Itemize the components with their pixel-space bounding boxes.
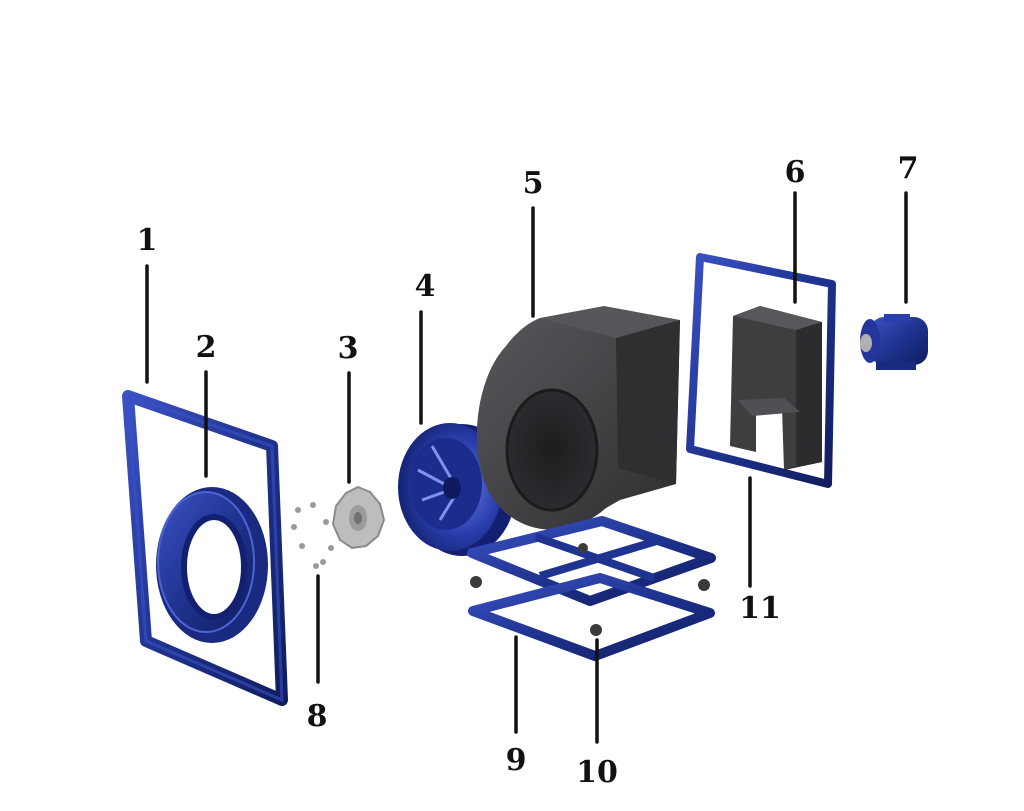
part-label-4: 4: [415, 269, 436, 304]
part-label-8: 8: [307, 699, 328, 734]
volute-housing: [476, 306, 680, 530]
inlet-cone: [156, 487, 268, 643]
motor-mount-frame: [686, 253, 836, 488]
part-label-10: 10: [576, 755, 618, 790]
base-frame-lower: [468, 573, 715, 661]
motor-pedestal: [730, 306, 822, 470]
bolts: [291, 502, 334, 569]
part-label-11: 11: [739, 591, 781, 626]
vibration-isolators: [470, 543, 710, 636]
part-label-1: 1: [137, 223, 158, 258]
part-label-3: 3: [338, 331, 359, 366]
part-label-7: 7: [898, 151, 919, 186]
base-frame-upper: [467, 516, 716, 606]
inlet-frame: [122, 390, 288, 706]
hub-plate: [331, 485, 386, 550]
part-label-6: 6: [785, 155, 806, 190]
part-label-9: 9: [506, 743, 527, 778]
part-label-5: 5: [523, 166, 544, 201]
part-label-2: 2: [196, 330, 217, 365]
motor: [860, 314, 928, 370]
